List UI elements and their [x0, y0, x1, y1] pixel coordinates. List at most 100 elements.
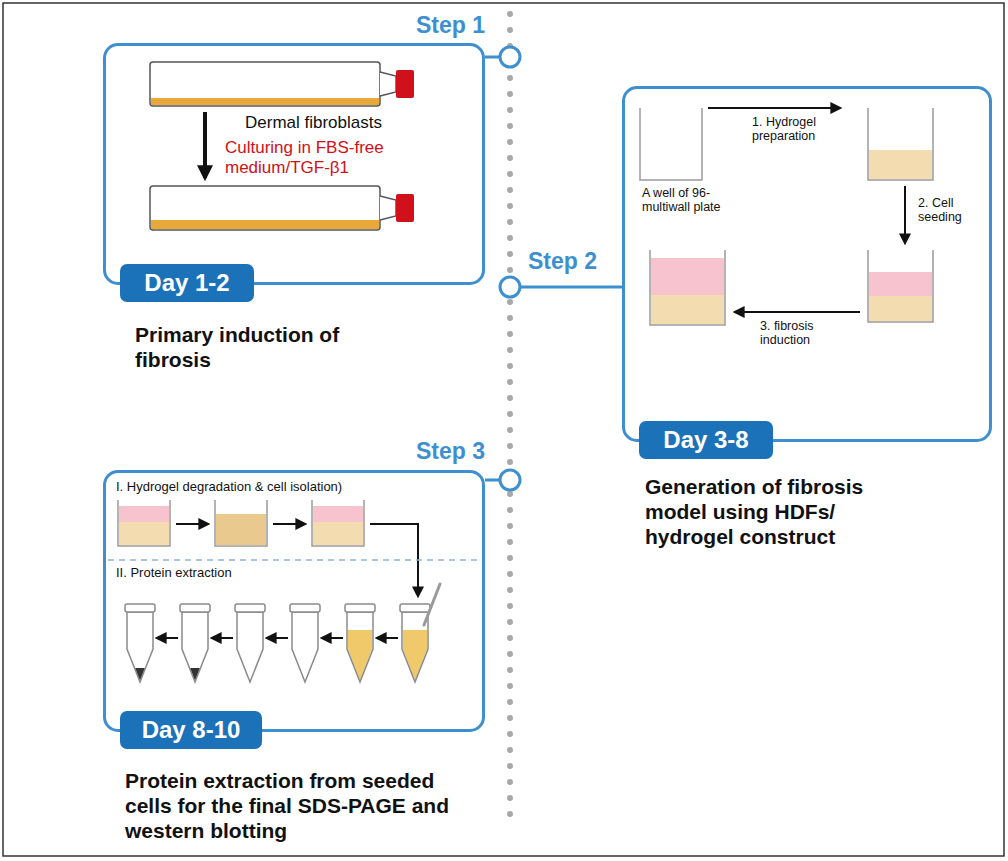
well	[216, 514, 266, 545]
panel-text: Culturing in FBS-free medium/TGF-β1	[225, 138, 417, 177]
panel-text: 3. fibrosis induction	[760, 319, 852, 348]
step-arrow	[212, 637, 233, 639]
well	[119, 522, 169, 545]
timeline	[485, 56, 500, 59]
well	[313, 506, 363, 522]
timeline	[485, 479, 500, 482]
culture-flask	[396, 194, 414, 222]
day-tab: Day 1-2	[120, 264, 254, 302]
well	[215, 500, 267, 546]
culture-flask	[150, 62, 414, 106]
well	[118, 500, 170, 546]
microtube	[237, 612, 263, 682]
microtube	[400, 604, 430, 682]
well	[868, 108, 933, 180]
well	[312, 500, 364, 546]
well	[651, 295, 724, 324]
well	[640, 108, 702, 180]
step-arrow	[708, 107, 840, 109]
well	[640, 108, 702, 180]
step-arrow	[273, 523, 305, 525]
step-arrow	[176, 523, 208, 525]
pipette	[424, 584, 440, 625]
microtube	[400, 604, 430, 612]
well	[868, 250, 933, 322]
day-tab: Day 3-8	[639, 421, 773, 459]
timeline	[500, 470, 520, 490]
step-arrow	[267, 637, 288, 639]
culture-flask	[151, 220, 379, 229]
well	[650, 250, 725, 325]
culture-flask	[151, 98, 379, 105]
culture-flask	[150, 186, 380, 230]
timeline	[485, 14, 622, 822]
step-arrow	[377, 637, 398, 639]
step-arrow	[322, 637, 343, 639]
section-divider	[108, 559, 480, 561]
panel-text: II. Protein extraction	[116, 566, 366, 581]
step-label: Step 2	[528, 248, 618, 276]
culture-flask	[150, 62, 380, 106]
step-panel: I. Hydrogel degradation & cell isolation…	[103, 470, 485, 732]
panel-text: 2. Cell seeding	[918, 196, 986, 225]
step-description: Protein extraction from seeded cells for…	[125, 768, 475, 844]
culture-flask	[380, 196, 396, 220]
microtube	[345, 604, 375, 612]
step-arrow	[157, 637, 178, 639]
timeline	[500, 47, 520, 67]
step-label: Step 3	[416, 438, 500, 466]
day-label: Day 8-10	[142, 716, 241, 744]
culture-flask	[396, 70, 414, 98]
microtube	[127, 612, 153, 682]
panel-text: I. Hydrogel degradation & cell isolation…	[116, 480, 476, 495]
timeline	[500, 277, 520, 297]
well	[869, 272, 932, 296]
step-panel: A well of 96-multiwall plate 1. Hydrogel …	[622, 86, 992, 442]
step-description: Generation of fibrosis model using HDFs/…	[645, 474, 890, 550]
microtube	[290, 604, 320, 612]
step-arrow	[735, 311, 860, 313]
panel-text: 1. Hydrogel preparation	[752, 115, 844, 144]
flow-arrow	[203, 112, 207, 178]
microtube	[125, 604, 155, 682]
day-tab: Day 8-10	[120, 711, 262, 749]
culture-flask	[380, 72, 396, 96]
tube-row	[125, 604, 430, 682]
well	[215, 500, 267, 546]
microtube	[348, 630, 372, 681]
microtube	[235, 604, 265, 682]
microtube	[345, 604, 375, 682]
day-label: Day 1-2	[144, 269, 229, 297]
microtube	[347, 612, 373, 682]
well	[868, 250, 933, 322]
well	[312, 500, 364, 546]
panel-text: Dermal fibroblasts	[245, 113, 445, 133]
well	[650, 250, 725, 325]
microtube	[125, 604, 155, 612]
step-description: Primary induction of fibrosis	[135, 322, 380, 372]
well	[313, 522, 363, 545]
day-label: Day 3-8	[663, 426, 748, 454]
well	[868, 108, 933, 180]
step-arrow	[904, 186, 906, 243]
microtube	[180, 604, 210, 682]
well	[869, 150, 932, 179]
well	[119, 506, 169, 522]
microtube	[235, 604, 265, 612]
microtube	[182, 612, 208, 682]
timeline	[520, 286, 622, 289]
well	[651, 258, 724, 295]
step-arrow	[708, 108, 905, 312]
microtube	[403, 630, 427, 681]
well	[118, 500, 170, 546]
well	[869, 296, 932, 321]
step-label: Step 1	[416, 12, 500, 40]
timeline	[507, 14, 513, 822]
culture-flask	[150, 186, 414, 230]
outer-frame	[3, 3, 1004, 856]
panel-text: A well of 96-multiwall plate	[642, 186, 750, 215]
step-panel: Dermal fibroblastsCulturing in FBS-free …	[103, 43, 485, 285]
microtube	[290, 604, 320, 682]
